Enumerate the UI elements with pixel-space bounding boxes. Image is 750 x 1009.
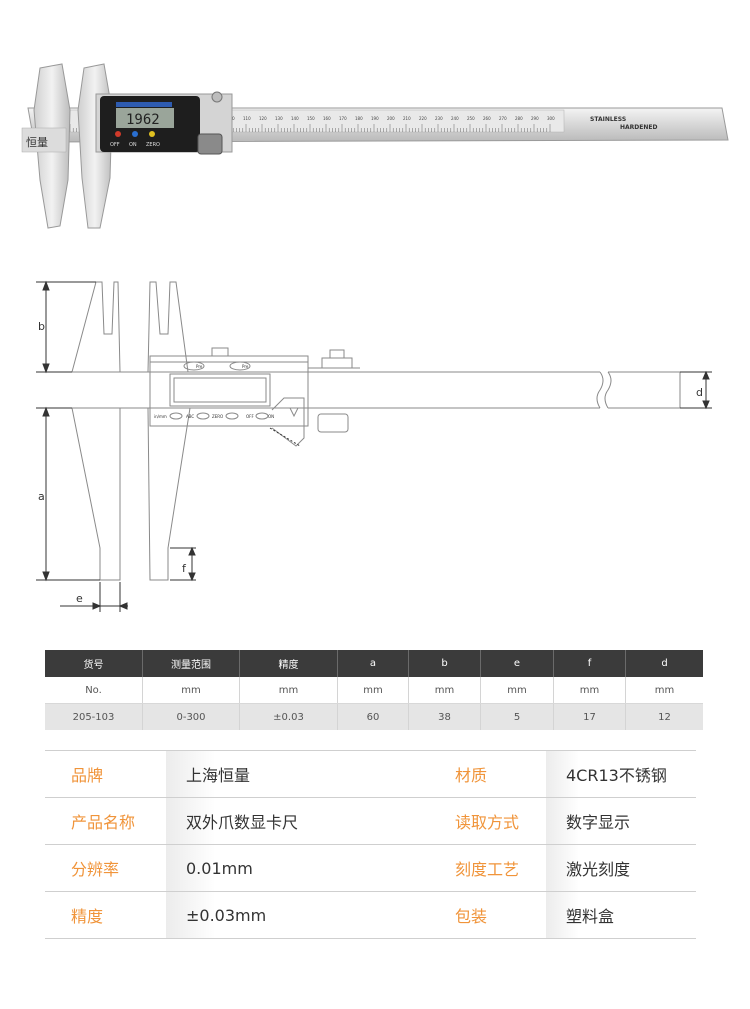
spec-value-row: 205-103 0-300 ±0.03 60 38 5 17 12 xyxy=(45,703,703,730)
info-value: 0.01mm xyxy=(166,845,391,891)
info-value: ±0.03mm xyxy=(166,892,391,938)
dim-label-d: d xyxy=(696,386,703,399)
spec-cell: mm xyxy=(553,677,626,704)
spec-cell: mm xyxy=(142,677,240,704)
spec-cell: 60 xyxy=(337,703,409,730)
scale-label: 240 xyxy=(451,116,459,121)
spec-header: b xyxy=(408,650,481,677)
scale-label: 280 xyxy=(515,116,523,121)
lcd-button-label-on: ON xyxy=(129,142,137,148)
info-row: 精度 ±0.03mm 包装 塑料盒 xyxy=(45,892,696,939)
scale-label: 210 xyxy=(403,116,411,121)
blade-text-hardened: HARDENED xyxy=(620,124,657,131)
info-key: 品牌 xyxy=(45,751,166,797)
spec-table: 货号 测量范围 精度 a b e f d No. mm mm mm mm mm … xyxy=(45,650,703,730)
info-value: 双外爪数显卡尺 xyxy=(166,798,391,844)
spec-cell: 12 xyxy=(625,703,703,730)
spec-header: 精度 xyxy=(239,650,338,677)
lcd-screen xyxy=(116,108,174,128)
spec-header: 货号 xyxy=(45,650,143,677)
info-value: 上海恒量 xyxy=(166,751,391,797)
spec-cell: mm xyxy=(625,677,703,704)
scale-label: 180 xyxy=(355,116,363,121)
spec-header: 测量范围 xyxy=(142,650,240,677)
spec-cell: 5 xyxy=(480,703,554,730)
scale-label: 260 xyxy=(483,116,491,121)
info-key: 产品名称 xyxy=(45,798,166,844)
dim-label-a: a xyxy=(38,490,45,503)
info-value: 数字显示 xyxy=(546,798,696,844)
scale-label: 140 xyxy=(291,116,299,121)
on-button[interactable] xyxy=(132,131,138,137)
spec-header: f xyxy=(553,650,626,677)
scale-label: 220 xyxy=(419,116,427,121)
spec-header: e xyxy=(480,650,554,677)
button-label-zero: ZERO xyxy=(212,414,223,419)
spec-cell: 0-300 xyxy=(142,703,240,730)
spec-cell: mm xyxy=(480,677,554,704)
spec-cell: 38 xyxy=(408,703,481,730)
lcd-reading: 1962 xyxy=(126,112,160,128)
spec-cell: No. xyxy=(45,677,143,704)
scale-label: 290 xyxy=(531,116,539,121)
scale-label: 270 xyxy=(499,116,507,121)
brand-mark: 恒量 xyxy=(26,136,48,149)
spec-header: a xyxy=(337,650,409,677)
spec-cell: ±0.03 xyxy=(239,703,338,730)
scale-label: 190 xyxy=(371,116,379,121)
spec-header-row: 货号 测量范围 精度 a b e f d xyxy=(45,650,703,677)
button-label-off: OFF xyxy=(246,414,254,419)
info-value: 4CR13不锈钢 xyxy=(546,751,696,797)
info-row: 产品名称 双外爪数显卡尺 读取方式 数字显示 xyxy=(45,798,696,845)
spec-cell: 205-103 xyxy=(45,703,143,730)
spec-cell: mm xyxy=(239,677,338,704)
top-button-label-2: Pre xyxy=(242,364,249,369)
scale-label: 170 xyxy=(339,116,347,121)
button-label-inmm: in/mm xyxy=(154,414,167,419)
spec-header: d xyxy=(625,650,703,677)
spec-cell: mm xyxy=(408,677,481,704)
scale-label: 200 xyxy=(387,116,395,121)
info-key: 材质 xyxy=(391,751,546,797)
scale-label: 160 xyxy=(323,116,331,121)
scale-label: 250 xyxy=(467,116,475,121)
scale-label: 120 xyxy=(259,116,267,121)
scale-label: 230 xyxy=(435,116,443,121)
lcd-button-label-zero: ZERO xyxy=(146,142,160,148)
thumb-wheel[interactable] xyxy=(197,133,223,155)
info-key: 包装 xyxy=(391,892,546,938)
zero-button[interactable] xyxy=(149,131,155,137)
spec-cell: 17 xyxy=(553,703,626,730)
spec-cell: mm xyxy=(337,677,409,704)
spec-unit-row: No. mm mm mm mm mm mm mm xyxy=(45,677,703,704)
info-row: 品牌 上海恒量 材质 4CR13不锈钢 xyxy=(45,751,696,798)
scale-label: 150 xyxy=(307,116,315,121)
top-button-label-1: Pre xyxy=(196,364,203,369)
scale-label: 110 xyxy=(243,116,251,121)
dim-label-e: e xyxy=(76,592,83,605)
lcd-button-label-off: OFF xyxy=(110,142,120,148)
product-photo: 0102030405060708090100110120130140150160… xyxy=(21,63,729,229)
off-button[interactable] xyxy=(115,131,121,137)
dim-label-f: f xyxy=(182,562,187,575)
info-row: 分辨率 0.01mm 刻度工艺 激光刻度 xyxy=(45,845,696,892)
info-key: 刻度工艺 xyxy=(391,845,546,891)
info-value: 激光刻度 xyxy=(546,845,696,891)
dimension-drawing: b a d f e Pre Pre in/mm ABC ZERO OFF ON xyxy=(36,280,712,612)
button-label-on: ON xyxy=(268,414,274,419)
scale-label: 130 xyxy=(275,116,283,121)
info-key: 精度 xyxy=(45,892,166,938)
info-key: 分辨率 xyxy=(45,845,166,891)
dim-label-b: b xyxy=(38,320,45,333)
button-label-abc: ABC xyxy=(186,414,194,419)
blade-text-stainless: STAINLESS xyxy=(590,116,626,123)
info-key: 读取方式 xyxy=(391,798,546,844)
info-value: 塑料盒 xyxy=(546,892,696,938)
scale-label: 300 xyxy=(547,116,555,121)
product-info-table: 品牌 上海恒量 材质 4CR13不锈钢 产品名称 双外爪数显卡尺 读取方式 数字… xyxy=(45,750,696,939)
